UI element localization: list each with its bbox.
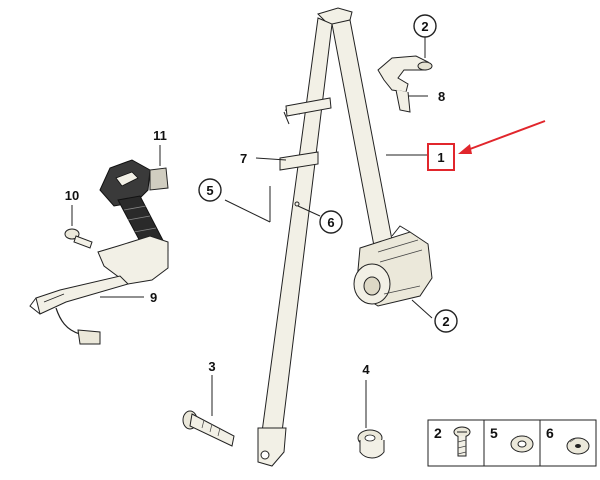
upper-bracket[interactable] bbox=[377, 55, 433, 113]
bolt-part-3[interactable] bbox=[182, 410, 235, 447]
callout-5: 5 bbox=[198, 178, 222, 202]
callout-8: 8 bbox=[438, 89, 445, 104]
svg-text:2: 2 bbox=[421, 19, 428, 34]
callout-9: 9 bbox=[150, 290, 157, 305]
legend-item-2: 2 bbox=[434, 425, 471, 457]
buckle-assembly[interactable] bbox=[29, 159, 169, 345]
callout-10: 10 bbox=[65, 188, 79, 203]
small-hole bbox=[294, 201, 300, 207]
svg-text:8: 8 bbox=[438, 89, 445, 104]
svg-text:2: 2 bbox=[442, 314, 449, 329]
retractor[interactable] bbox=[353, 225, 433, 307]
callout-11: 11 bbox=[153, 128, 167, 143]
leader-lines bbox=[71, 37, 433, 428]
highlight-arrow bbox=[458, 120, 546, 154]
svg-text:10: 10 bbox=[65, 188, 79, 203]
seat-belt-assembly[interactable] bbox=[257, 7, 433, 467]
svg-text:6: 6 bbox=[327, 215, 334, 230]
svg-text:9: 9 bbox=[150, 290, 157, 305]
svg-text:3: 3 bbox=[208, 359, 215, 374]
callout-4: 4 bbox=[362, 362, 370, 377]
legend-item-6: 6 bbox=[546, 425, 590, 455]
bolt-icon bbox=[453, 426, 471, 457]
callout-3: 3 bbox=[208, 359, 215, 374]
svg-text:5: 5 bbox=[206, 183, 213, 198]
callout-2-top: 2 bbox=[413, 14, 437, 38]
svg-text:7: 7 bbox=[240, 151, 247, 166]
svg-text:2: 2 bbox=[434, 425, 442, 441]
svg-text:4: 4 bbox=[362, 362, 370, 377]
cap-icon bbox=[566, 437, 590, 455]
hardware-legend: 2 5 6 bbox=[427, 419, 597, 467]
svg-text:1: 1 bbox=[437, 150, 444, 165]
svg-text:11: 11 bbox=[153, 128, 167, 143]
strap-guide-clips[interactable] bbox=[279, 97, 332, 171]
callout-2-bottom: 2 bbox=[434, 309, 458, 333]
svg-text:5: 5 bbox=[490, 425, 498, 441]
screw-part-10[interactable] bbox=[64, 228, 93, 249]
svg-text:6: 6 bbox=[546, 425, 554, 441]
legend-item-5: 5 bbox=[490, 425, 534, 453]
callout-1: 1 bbox=[427, 143, 455, 171]
callout-6: 6 bbox=[319, 210, 343, 234]
washer-icon bbox=[510, 435, 534, 453]
spacer-part-4[interactable] bbox=[357, 429, 385, 459]
callout-7: 7 bbox=[240, 151, 247, 166]
